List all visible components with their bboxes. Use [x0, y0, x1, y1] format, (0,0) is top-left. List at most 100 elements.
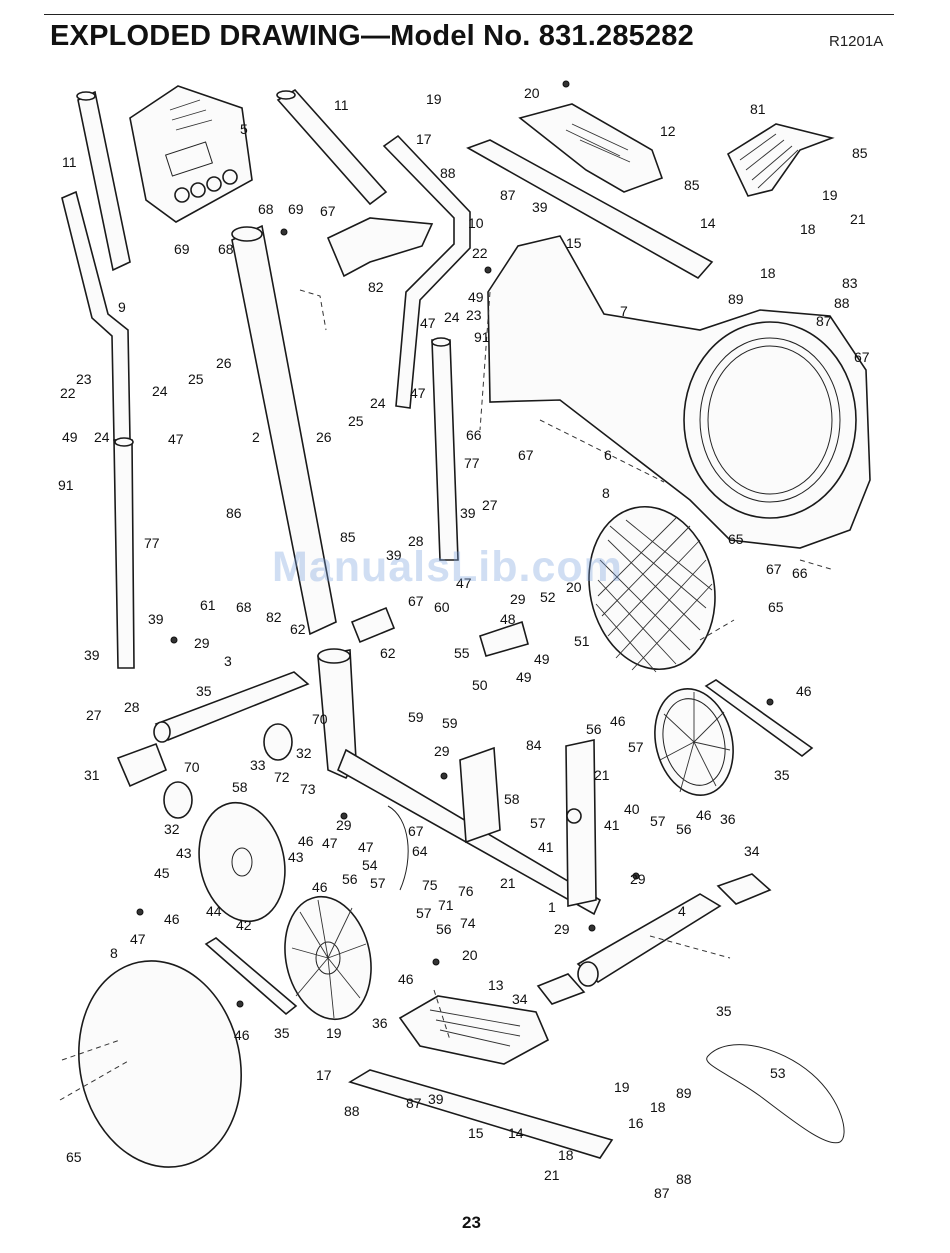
callout-91b: 91: [58, 477, 74, 493]
callout-70b: 68: [218, 241, 234, 257]
callout-20b: 20: [566, 579, 582, 595]
callout-16: 16: [628, 1115, 644, 1131]
page-number: 23: [462, 1213, 481, 1232]
end-cap-upper: [716, 873, 772, 905]
callout-46a: 47: [420, 315, 436, 331]
callout-57d: 56: [676, 821, 692, 837]
callout-66d: 67: [408, 823, 424, 839]
callout-60a: 58: [232, 779, 248, 795]
callout-2: 2: [252, 429, 260, 445]
rear-upright: [565, 739, 597, 907]
callout-22b: 22: [60, 385, 76, 401]
callout-33: 33: [250, 757, 266, 773]
callout-73: 71: [438, 897, 454, 913]
callout-29a: 29: [194, 635, 210, 651]
callout-45e: 46: [610, 713, 626, 729]
callout-61b: 59: [442, 715, 458, 731]
callout-40a: 41: [538, 839, 554, 855]
wheel-32b: [163, 781, 193, 819]
callout-15a: 15: [566, 235, 582, 251]
callout-62: 60: [434, 599, 450, 615]
callout-56: 53: [770, 1065, 786, 1081]
rear-stabilizer: [704, 679, 814, 758]
callout-40b: 41: [604, 817, 620, 833]
callout-68: 67: [408, 593, 424, 609]
callout-57b: 56: [436, 921, 452, 937]
callout-18b: 18: [760, 265, 776, 281]
callout-26a: 26: [316, 429, 332, 445]
drive-belt: [706, 1044, 845, 1144]
callout-38e: 39: [84, 647, 100, 663]
callout-57c: 56: [586, 721, 602, 737]
callout-25a: 25: [348, 413, 364, 429]
callout-75: 73: [300, 781, 316, 797]
callout-90b: 88: [834, 295, 850, 311]
callout-89b: 87: [816, 313, 832, 329]
callout-60b: 58: [504, 791, 520, 807]
side-cover: [78, 960, 242, 1168]
callout-58d: 57: [650, 813, 666, 829]
callout-89d: 87: [654, 1185, 670, 1201]
front-stabilizer: [576, 893, 722, 987]
callout-47a: 46: [796, 683, 812, 699]
callout-54: 54: [362, 857, 378, 873]
callout-46f: 47: [130, 931, 146, 947]
callout-39: 40: [624, 801, 640, 817]
page-title: EXPLODED DRAWING—Model No. 831.285282: [50, 20, 694, 52]
callout-8b: 8: [110, 945, 118, 961]
callout-38d: 39: [148, 611, 164, 627]
callout-21d: 21: [544, 1167, 560, 1183]
callout-46d: 47: [456, 575, 472, 591]
flywheel-lower: [284, 895, 372, 1021]
callout-85: 84: [526, 737, 542, 753]
callout-70a: 68: [258, 201, 274, 217]
flywheel-upper: [654, 688, 734, 796]
callout-19b: 19: [822, 187, 838, 203]
handle-bracket: [326, 217, 434, 278]
callout-8a: 8: [602, 485, 610, 501]
callout-46g: 47: [358, 839, 374, 855]
callout-32b: 32: [164, 821, 180, 837]
callout-18c: 18: [650, 1099, 666, 1115]
callout-55: 55: [454, 645, 470, 661]
callout-50: 50: [472, 677, 488, 693]
upper-pedal: [518, 103, 664, 193]
callout-66a: 67: [854, 349, 870, 365]
callout-35a: 34: [744, 843, 760, 859]
callout-47b: 46: [234, 1027, 250, 1043]
callout-46e: 47: [322, 835, 338, 851]
callout-24d: 24: [94, 429, 110, 445]
callout-87: 86: [226, 505, 242, 521]
end-cap-lower: [536, 973, 586, 1005]
callout-66c: 67: [320, 203, 336, 219]
console: [129, 85, 253, 223]
upright-post: [231, 224, 337, 636]
callout-19d: 19: [614, 1079, 630, 1095]
callout-63: 61: [200, 597, 216, 613]
callout-21a: 21: [850, 211, 866, 227]
callout-61a: 59: [408, 709, 424, 725]
left-lower-arm: [113, 437, 135, 669]
callout-51: 51: [574, 633, 590, 649]
fan-wheel: [588, 505, 716, 673]
callout-64a: 62: [290, 621, 306, 637]
bracket-48: [479, 620, 529, 657]
callout-7: 7: [620, 303, 628, 319]
callout-83: 82: [266, 609, 282, 625]
callout-46c: 47: [168, 431, 184, 447]
callout-27a: 27: [482, 497, 498, 513]
callout-89a: 87: [500, 187, 516, 203]
callout-25b: 25: [188, 371, 204, 387]
callout-49: 49: [516, 669, 532, 685]
callout-20c: 20: [462, 947, 478, 963]
callout-46b: 47: [410, 385, 426, 401]
callout-24c: 24: [152, 383, 168, 399]
left-handle-sleeve: [76, 90, 131, 272]
callout-42a: 43: [288, 849, 304, 865]
callout-24b: 24: [370, 395, 386, 411]
callout-11b: 11: [334, 97, 349, 113]
callout-14a: 14: [700, 215, 716, 231]
callout-21c: 21: [594, 767, 610, 783]
callout-53a: 49: [468, 289, 484, 305]
callout-88a: 89: [728, 291, 744, 307]
